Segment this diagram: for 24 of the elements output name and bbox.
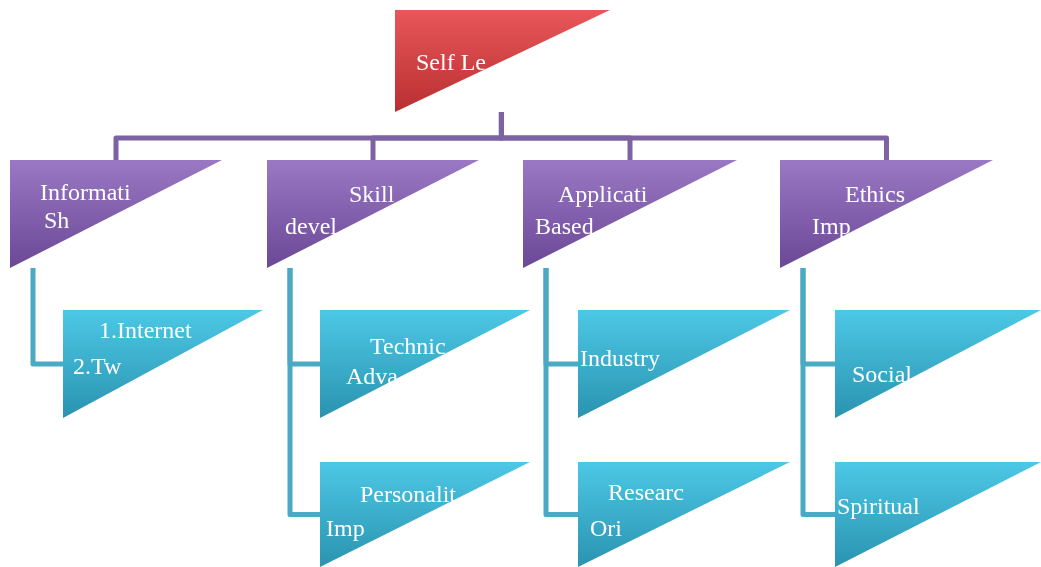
node-text: Ethics (845, 180, 905, 208)
node-text: Imp (812, 212, 851, 240)
node-text: Social (852, 360, 912, 388)
node-text: Ori (590, 514, 622, 542)
node-text: Spiritual (837, 492, 920, 520)
connector-line (498, 112, 889, 160)
node-text: Industry (580, 344, 660, 372)
node-text: 2.Tw (73, 352, 122, 380)
node-text: Technic (370, 332, 446, 360)
connector-line (543, 268, 578, 517)
node-text: Sh (44, 206, 70, 234)
node-text: Imp (326, 514, 365, 542)
node-text: Self Le (416, 48, 486, 76)
node-text: Researc (608, 478, 684, 506)
node-text: devel (285, 212, 337, 240)
connector-line (30, 268, 63, 367)
node-text: 1.Internet (99, 316, 192, 344)
node-text: Personalit (360, 480, 456, 508)
connector-line (287, 268, 320, 517)
node-text: Based (535, 212, 594, 240)
node-text: Informati (40, 178, 131, 206)
node-text: Skill (349, 180, 395, 208)
node-text: Applicati (558, 180, 648, 208)
connector-line (800, 268, 835, 517)
